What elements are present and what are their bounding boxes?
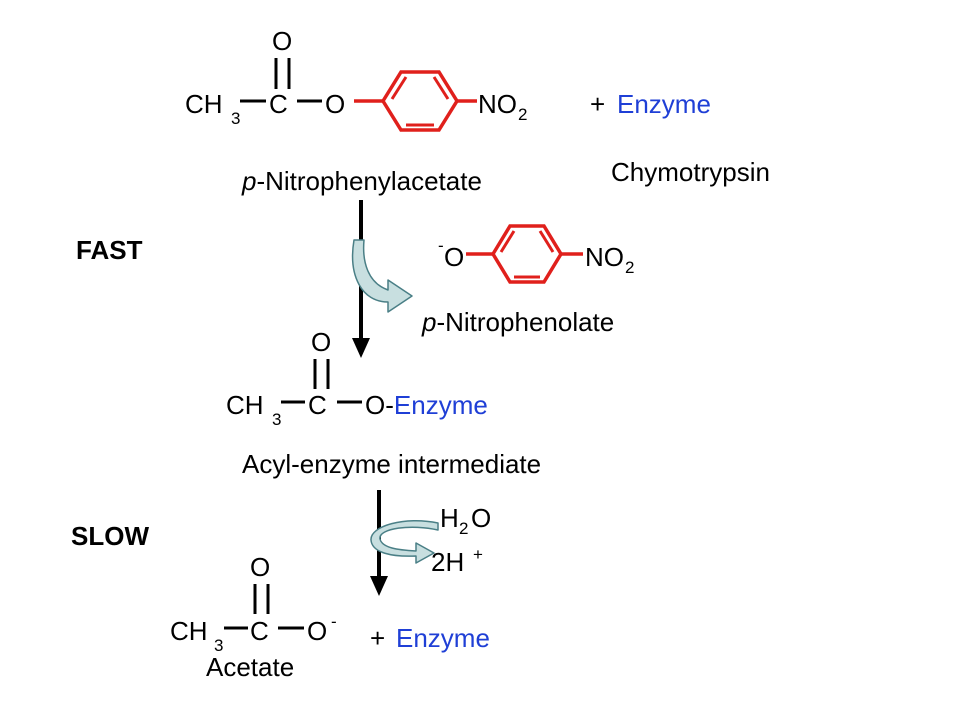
intermediate-enzyme: Enzyme <box>394 390 488 420</box>
substrate-nitro-subscript: 2 <box>518 105 527 124</box>
regenerated-enzyme: + Enzyme <box>370 623 490 653</box>
acetate-oxygen: O <box>307 616 327 646</box>
water-o: O <box>471 503 491 533</box>
protons-superscript: + <box>473 545 483 564</box>
phenolate-nitro-subscript: 2 <box>625 258 634 277</box>
intermediate-methyl-subscript: 3 <box>272 410 281 429</box>
enzyme-reagent: + Enzyme Chymotrypsin <box>590 89 770 187</box>
substrate-name-rest: -Nitrophenylacetate <box>256 166 481 196</box>
phenolate-name-prefix: p <box>421 307 436 337</box>
fast-step-label: FAST <box>76 235 143 265</box>
phenolate-name-rest: -Nitrophenolate <box>436 307 614 337</box>
phenolate-oxygen: O <box>444 242 464 272</box>
intermediate-carbonyl-carbon: C <box>308 390 327 420</box>
substrate-name: p-Nitrophenylacetate <box>241 166 482 196</box>
intermediate-name: Acyl-enzyme intermediate <box>242 449 541 479</box>
substrate-name-prefix: p <box>241 166 256 196</box>
substrate-molecule: O CH 3 C O NO 2 p-Nitrophenylacetate <box>185 26 527 196</box>
enzyme-label: Enzyme <box>617 89 711 119</box>
regenerated-enzyme-label: Enzyme <box>396 623 490 653</box>
fast-curved-arrow-leaving <box>351 239 413 313</box>
acetate-methyl-ch: CH <box>170 616 208 646</box>
acetate-product: O CH 3 C O - Acetate <box>170 552 337 682</box>
substrate-carbonyl-carbon: C <box>269 89 288 119</box>
water-reagent: H 2 O <box>440 503 491 538</box>
slow-step-label: SLOW <box>71 521 149 551</box>
substrate-carbonyl-oxygen: O <box>272 26 292 56</box>
proton-product: 2H + <box>431 545 483 577</box>
regenerated-plus-sign: + <box>370 623 385 653</box>
enzyme-name-chymotrypsin: Chymotrypsin <box>611 157 770 187</box>
acetate-methyl-subscript: 3 <box>214 636 223 655</box>
acetate-name: Acetate <box>206 652 294 682</box>
intermediate-carbonyl-oxygen: O <box>311 327 331 357</box>
acetate-carbonyl-carbon: C <box>250 616 269 646</box>
phenolate-benzene-ring <box>466 224 583 284</box>
phenolate-nitro-group: NO <box>585 242 624 272</box>
substrate-methyl-ch: CH <box>185 89 223 119</box>
phenolate-name: p-Nitrophenolate <box>421 307 614 337</box>
intermediate-methyl-ch: CH <box>226 390 264 420</box>
leaving-group-molecule: - O NO 2 p-Nitrophenolate <box>421 224 634 337</box>
substrate-ester-oxygen: O <box>325 89 345 119</box>
acyl-enzyme-intermediate: O CH 3 C O-Enzyme Acyl-enzyme intermedia… <box>226 327 541 479</box>
protons-2h: 2H <box>431 547 464 577</box>
substrate-nitro-group: NO <box>478 89 517 119</box>
phenolate-negative-charge: - <box>438 236 444 255</box>
water-h: H <box>440 503 459 533</box>
acetate-negative-charge: - <box>331 612 337 631</box>
intermediate-oxygen-dash: O- <box>365 390 394 420</box>
substrate-methyl-subscript: 3 <box>231 109 240 128</box>
slow-curved-arrow-water <box>370 519 439 564</box>
intermediate-ester-link: O-Enzyme <box>365 390 488 420</box>
enzyme-plus-sign: + <box>590 89 605 119</box>
water-subscript: 2 <box>459 519 468 538</box>
acetate-carbonyl-oxygen: O <box>250 552 270 582</box>
substrate-benzene-ring <box>354 70 477 132</box>
